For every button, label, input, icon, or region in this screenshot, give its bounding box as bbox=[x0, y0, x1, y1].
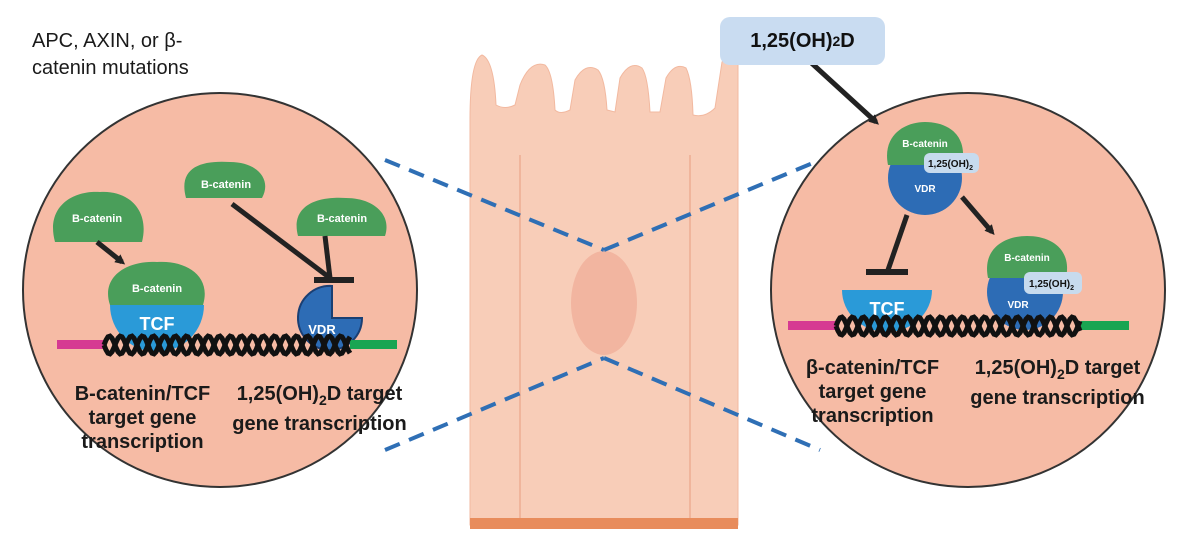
inhibition-line bbox=[230, 202, 332, 280]
ligand-label: 1,25(OH)2 bbox=[1029, 279, 1074, 292]
dna-helix-right bbox=[833, 314, 1083, 338]
tcf-label: TCF bbox=[870, 299, 905, 319]
left-zoom-circle: B-catenin TCF B-catenin B-catenin B-cate… bbox=[22, 92, 418, 488]
activation-arrow bbox=[95, 240, 126, 265]
vdr-label: VDR bbox=[308, 322, 336, 337]
dna-helix-left bbox=[101, 333, 353, 357]
inhibition-line bbox=[322, 235, 333, 279]
vitamin-sub: 2 bbox=[832, 33, 841, 49]
inhibition-line bbox=[885, 214, 910, 271]
right-zoom-circle: VDR B-catenin 1,25(OH)2 TCF VDR B-cateni… bbox=[770, 56, 1166, 488]
vdr-label: VDR bbox=[1007, 300, 1029, 311]
bcatenin-label: B-catenin bbox=[72, 213, 122, 225]
right-caption-bcatenin: β-catenin/TCF target gene transcription bbox=[805, 357, 940, 427]
vitamin-arrow bbox=[804, 56, 879, 125]
ligand-shape bbox=[1024, 272, 1082, 294]
bcatenin-label: B-catenin bbox=[132, 283, 182, 295]
left-caption-bcatenin: B-catenin/TCF target gene transcription bbox=[74, 383, 211, 453]
bcatenin-shape bbox=[296, 197, 387, 236]
bcatenin-shape bbox=[53, 191, 144, 242]
vdr-label: VDR bbox=[914, 184, 936, 195]
right-caption-vitamin: 1,25(OH)2D target gene transcription bbox=[970, 357, 1145, 409]
tcf-label: TCF bbox=[140, 314, 175, 334]
activation-arrow bbox=[960, 195, 995, 236]
nucleus bbox=[571, 251, 637, 355]
ligand-shape bbox=[924, 153, 979, 173]
pink-bar bbox=[57, 340, 104, 349]
bcatenin-label: B-catenin bbox=[902, 139, 948, 150]
pink-bar bbox=[788, 321, 836, 330]
bcatenin-shape bbox=[108, 261, 205, 305]
zoom-lines bbox=[384, 158, 821, 452]
bcatenin-label: B-catenin bbox=[317, 213, 367, 225]
vitamin-prefix: 1,25(OH) bbox=[750, 29, 833, 52]
bcatenin-shape bbox=[987, 236, 1068, 278]
epithelial-cell bbox=[469, 54, 739, 529]
bcatenin-label: B-catenin bbox=[1004, 253, 1050, 264]
green-bar bbox=[1081, 321, 1129, 330]
vitamin-suffix: D bbox=[840, 29, 855, 52]
green-bar bbox=[350, 340, 397, 349]
bcatenin-label: B-catenin bbox=[201, 179, 251, 191]
basal-membrane bbox=[470, 518, 738, 529]
mutation-label: APC, AXIN, or β-catenin mutations bbox=[32, 30, 189, 79]
ligand-label: 1,25(OH)2 bbox=[928, 159, 973, 172]
left-caption-vitamin: 1,25(OH)2D target gene transcription bbox=[232, 383, 407, 435]
bcatenin-shape bbox=[184, 161, 266, 198]
